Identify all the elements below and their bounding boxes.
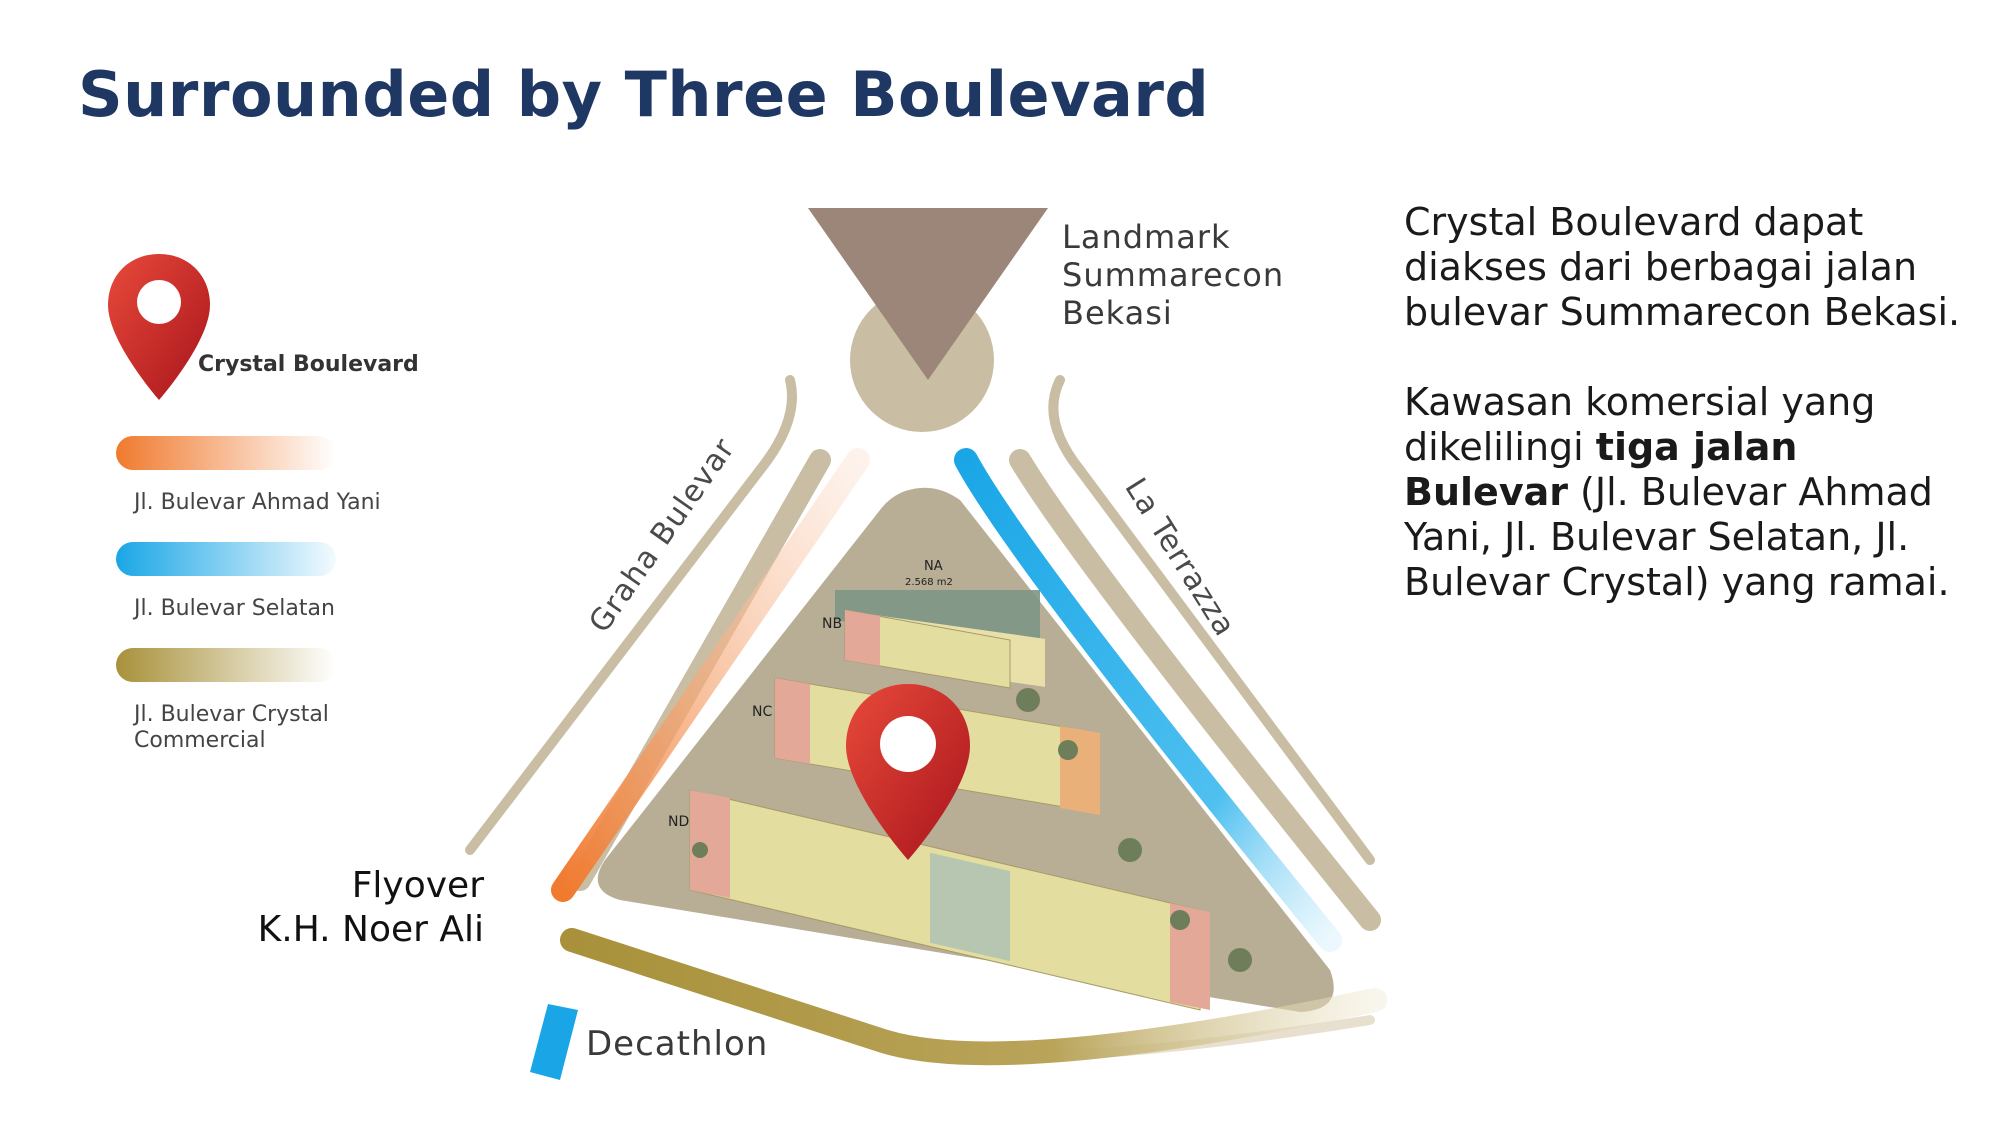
legend-label-ahmad-yani: Jl. Bulevar Ahmad Yani (134, 490, 381, 515)
map-pin-icon (108, 254, 210, 400)
description-p2-bold: tiga jalan Bulevar (1404, 425, 1798, 514)
road-crystal-commercial (560, 928, 1387, 1066)
plot-na-label: NA (924, 559, 943, 574)
flyover-label-line2: K.H. Noer Ali (257, 909, 484, 950)
legend-swatch-crystal-commercial (116, 648, 336, 682)
plot-nd-label: ND (668, 814, 689, 830)
flyover-label-line1: Flyover (351, 865, 484, 906)
plot-na-area: 2.568 m2 (905, 577, 953, 588)
landmark-label-line1: Landmark (1062, 218, 1231, 256)
landmark-triangle (808, 208, 1048, 380)
legend-label-crystal-commercial: Jl. Bulevar Crystal Commercial (134, 702, 329, 753)
site-map: NA 2.568 m2 NB NC ND (465, 208, 1387, 1080)
legend-crystal-boulevard-label: Crystal Boulevard (198, 352, 419, 377)
block-row-nb-end (845, 610, 880, 666)
block-row-nd-end (690, 790, 730, 898)
legend-label-selatan: Jl. Bulevar Selatan (134, 596, 335, 621)
landmark-label-line2: Summarecon (1062, 256, 1285, 294)
description-p2-before: Kawasan komersial yang dikelilingi (1404, 380, 1876, 469)
decathlon-label: Decathlon (586, 1024, 769, 1064)
landmark-label-line3: Bekasi (1062, 294, 1173, 332)
block-row-nd-open-space (930, 852, 1010, 962)
description-paragraph-1: Crystal Boulevard dapat diakses dari ber… (1404, 200, 1961, 334)
block-row-nc-end (775, 678, 810, 764)
building-marker-icon (530, 1004, 578, 1080)
road-terrazza-outer (1048, 375, 1375, 865)
plot-nb-label: NB (822, 616, 842, 632)
map-legend: Crystal Boulevard Jl. Bulevar Ahmad Yani… (100, 240, 460, 800)
block-row-nc-endright (1060, 726, 1100, 815)
description-text: Crystal Boulevard dapat diakses dari ber… (1404, 200, 1964, 650)
site-trees (692, 688, 1252, 972)
road-terrazza-inner (1009, 449, 1381, 931)
legend-swatch-ahmad-yani (116, 436, 336, 470)
road-graha-outer (465, 375, 797, 855)
description-p2-after: (Jl. Bulevar Ahmad Yani, Jl. Bulevar Sel… (1404, 470, 1950, 604)
plot-nc-label: NC (752, 704, 772, 720)
landmark-label: Landmark Summarecon Bekasi (1062, 218, 1284, 332)
road-ahmad-yani (551, 448, 870, 902)
flyover-label: Flyover K.H. Noer Ali (258, 864, 484, 952)
page-title: Surrounded by Three Boulevard (78, 58, 1210, 131)
legend-swatch-selatan (116, 542, 336, 576)
description-paragraph-2: Kawasan komersial yang dikelilingi tiga … (1404, 380, 1964, 605)
map-pin-icon (846, 684, 970, 860)
road-selatan (954, 448, 1342, 952)
